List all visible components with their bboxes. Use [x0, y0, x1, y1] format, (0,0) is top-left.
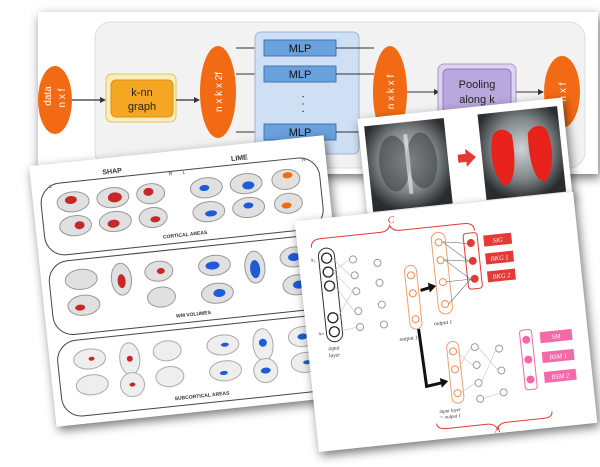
mlp-label-3: MLP: [289, 127, 312, 139]
output1-left-label: output 1: [399, 335, 418, 343]
lr-right-l: L: [182, 170, 186, 176]
input-data-node: [38, 66, 72, 134]
mid-output-label: n x k x f: [386, 75, 397, 110]
arrowhead-down: [439, 377, 449, 388]
spine: [403, 133, 414, 195]
panel-label-cortical: CORTICAL AREAS: [163, 230, 208, 241]
output1-right-box: [430, 231, 453, 315]
connections-1: [331, 257, 357, 332]
segmented-lung-left: [491, 129, 515, 186]
knn-label-1: k-nn: [131, 87, 152, 99]
bottom-hidden-neurons: [470, 343, 508, 403]
transform-arrow: [457, 148, 476, 167]
output-bkg2: [486, 268, 516, 283]
cortical-brains: [56, 168, 303, 237]
output-bkg1: [485, 250, 515, 265]
label-a: A: [493, 424, 501, 435]
subcortical-brains: [73, 326, 320, 398]
input-top-label: x₁: [310, 257, 316, 264]
tensor-label: n x k x 2f: [214, 72, 225, 112]
panel-label-subcortical: SUBCORTICAL AREAS: [174, 390, 230, 402]
output-bsm2: [543, 368, 577, 383]
hidden-neurons-1: [348, 255, 365, 332]
xray-segmented: [477, 106, 567, 200]
bottom-connections: [455, 346, 501, 399]
pooling-label-1: Pooling: [459, 79, 496, 91]
input-layer2-box: [446, 340, 465, 404]
input-layer-box: [317, 247, 344, 343]
output1-right-label: output 1: [434, 319, 453, 327]
input-label-1: data: [43, 86, 54, 106]
wm-brains: [64, 246, 312, 316]
mlp-label-1: MLP: [289, 43, 312, 55]
top-output-neurons: [466, 238, 479, 283]
multi-output-network: C x₁ xₙ input layer SIG output 1: [310, 215, 577, 435]
top-outputs-box: [462, 232, 483, 290]
output-sm: [539, 328, 573, 344]
xray-comparison: [364, 106, 567, 212]
lung-left: [378, 135, 410, 192]
lr-right-r: R: [302, 157, 307, 163]
network-card: C x₁ xₙ input layer SIG output 1: [294, 192, 598, 452]
xray-card: [357, 97, 573, 219]
bottom-output-neurons: [522, 335, 535, 384]
output1-left-box: [404, 264, 423, 330]
knn-graph-box: [110, 79, 174, 118]
output1-right-neurons: [434, 238, 450, 308]
lr-left-r: R: [168, 171, 173, 177]
arrowhead: [434, 89, 440, 95]
arrowhead: [538, 89, 544, 95]
pooling-label-2: along k: [459, 94, 495, 106]
output-sig: [483, 232, 513, 247]
bottom-outputs-box: [519, 328, 538, 391]
arrowhead: [100, 97, 106, 103]
arrowhead-right: [427, 282, 437, 293]
output-bkg2-label: BKG 2: [492, 272, 511, 281]
input-layer2-label-1: input layer: [439, 408, 461, 415]
tensor-node: [200, 46, 236, 138]
output1-left-neurons: [406, 271, 420, 324]
lime-title: LIME: [231, 154, 249, 163]
shap-title: SHAP: [102, 168, 122, 177]
brace-c: [310, 222, 476, 248]
panel-cortical: [40, 157, 324, 256]
label-c: C: [387, 215, 395, 227]
output-bkg1-label: BKG 1: [490, 254, 509, 263]
output-bsm1-label: BSM 1: [549, 353, 567, 362]
output-label: n x f: [558, 82, 569, 101]
input-layer-label-1: input: [328, 345, 340, 352]
panel-label-wm: WM VOLUMES: [176, 310, 212, 320]
brace-a: [436, 411, 553, 431]
input-bot-label: xₙ: [317, 331, 324, 338]
knn-label-2: graph: [128, 101, 156, 113]
output-sig-label: SIG: [492, 237, 503, 245]
hidden-neurons-2: [373, 258, 388, 329]
input-layer2-label-2: = output 1: [440, 414, 462, 421]
input-neurons: [321, 252, 341, 338]
arrow-down: [417, 328, 443, 389]
arrow-right: [420, 286, 431, 292]
top-connections: [442, 241, 471, 304]
output-bsm2-label: BSM 2: [551, 372, 570, 381]
arrowhead: [194, 97, 200, 103]
input-label-2: n x f: [57, 88, 68, 107]
lr-left-l: L: [49, 184, 53, 190]
segmented-lung-right: [527, 125, 553, 182]
input-layer-label-2: layer: [329, 352, 342, 359]
output-bsm1: [541, 348, 575, 364]
lung-right: [406, 132, 438, 189]
output-sm-label: SM: [552, 333, 562, 341]
mlp-ellipsis: · · ·: [297, 95, 311, 114]
mlp-label-2: MLP: [289, 69, 312, 81]
